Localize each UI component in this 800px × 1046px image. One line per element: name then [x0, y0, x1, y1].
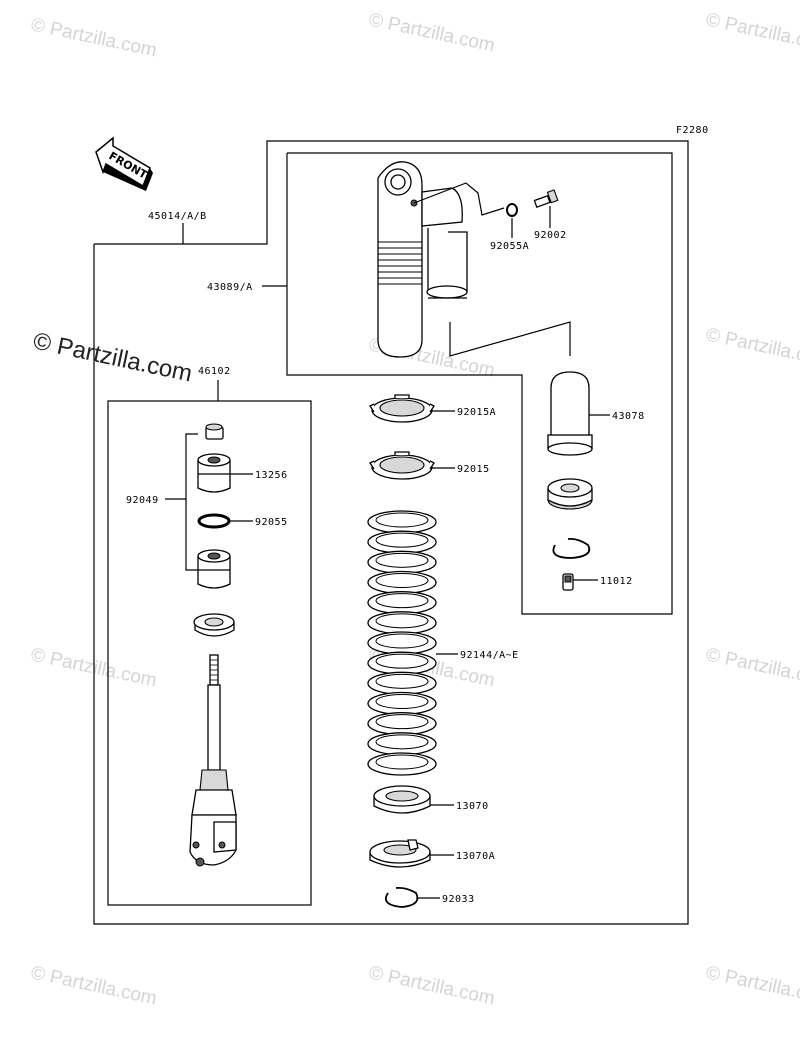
- watermark: © Partzilla.com: [367, 962, 497, 1009]
- callout-92015: 92015: [457, 464, 490, 475]
- spring-coil-inner: [375, 673, 429, 689]
- spring-coil-inner: [375, 633, 429, 649]
- spring-coil: [367, 712, 437, 736]
- spring-coil: [367, 570, 437, 595]
- spring-coil-inner: [375, 754, 429, 770]
- spring-92144-part: [367, 510, 437, 776]
- watermark: © Partzilla.com: [367, 9, 497, 56]
- spring-nut-92015-part: [369, 451, 435, 480]
- spring-coil-inner: [375, 714, 429, 730]
- spring-coil: [367, 530, 437, 554]
- spring-coil: [367, 651, 437, 675]
- watermark-primary: © Partzilla.com: [31, 327, 195, 387]
- o-ring-92055-part: [197, 513, 231, 529]
- spring-coil-inner: [375, 532, 429, 548]
- callout-92144: 92144/A~E: [460, 650, 519, 661]
- spring-coil: [367, 671, 437, 695]
- bladder-43078-part: [547, 371, 593, 456]
- callout-46102: 46102: [198, 366, 231, 377]
- spring-coil: [367, 550, 437, 574]
- watermark: © Partzilla.com: [704, 644, 800, 691]
- callout-92055a: 92055A: [490, 241, 529, 252]
- spring-nut-92015a-part: [369, 394, 435, 423]
- callout-92049: 92049: [126, 495, 159, 506]
- callout-13070a: 13070A: [456, 851, 495, 862]
- callout-13256: 13256: [255, 470, 288, 481]
- spring-coil: [367, 510, 437, 534]
- watermark: © Partzilla.com: [704, 9, 800, 56]
- watermark: © Partzilla.com: [29, 962, 159, 1009]
- nut-part: [205, 423, 224, 440]
- callout-43089: 43089/A: [207, 282, 253, 293]
- shock-body-part: [377, 161, 468, 358]
- callout-11012: 11012: [600, 576, 633, 587]
- washer-92055a-part: [506, 203, 518, 217]
- spring-seat-13070a-part: [369, 839, 431, 868]
- reservoir-cap-part: [547, 478, 593, 510]
- piston-13256-part: [197, 453, 231, 493]
- valve-11012-part: [562, 573, 574, 591]
- callout-92033: 92033: [442, 894, 475, 905]
- spring-coil: [367, 591, 437, 615]
- spring-coil: [367, 631, 437, 655]
- spring-coil-inner: [375, 653, 429, 669]
- watermark: © Partzilla.com: [29, 14, 159, 61]
- callout-92055: 92055: [255, 517, 288, 528]
- spring-coil-inner: [375, 512, 429, 528]
- assembly-boundary: [93, 140, 689, 925]
- spring-coil: [367, 752, 437, 776]
- circlip-92033-part: [384, 886, 419, 908]
- spring-coil: [367, 732, 437, 756]
- piston-rod-part: [189, 654, 237, 867]
- spring-seat-13070-part: [373, 785, 431, 814]
- snap-ring-part: [552, 537, 591, 559]
- watermark: © Partzilla.com: [704, 324, 800, 371]
- spring-coil-inner: [375, 593, 429, 609]
- spring-coil: [367, 691, 437, 716]
- callout-43078: 43078: [612, 411, 645, 422]
- callout-92015a: 92015A: [457, 407, 496, 418]
- subassembly-boundary-43089: [286, 152, 673, 615]
- spring-coil-inner: [375, 552, 429, 568]
- spring-coil-inner: [375, 573, 429, 588]
- figure-code: F2280: [676, 125, 709, 136]
- spring-coil-inner: [375, 613, 429, 629]
- seal-head-part: [193, 613, 235, 637]
- watermark: © Partzilla.com: [704, 962, 800, 1009]
- callout-92002: 92002: [534, 230, 567, 241]
- spring-coil-inner: [375, 734, 429, 750]
- spring-coil: [367, 611, 437, 635]
- piston-lower-part: [197, 549, 231, 589]
- spring-coil-inner: [375, 694, 429, 709]
- callout-45014: 45014/A/B: [148, 211, 207, 222]
- callout-13070: 13070: [456, 801, 489, 812]
- front-arrow-icon: FRONT: [95, 136, 153, 191]
- subassembly-boundary-46102: [107, 400, 312, 906]
- bolt-92002-part: [533, 189, 559, 208]
